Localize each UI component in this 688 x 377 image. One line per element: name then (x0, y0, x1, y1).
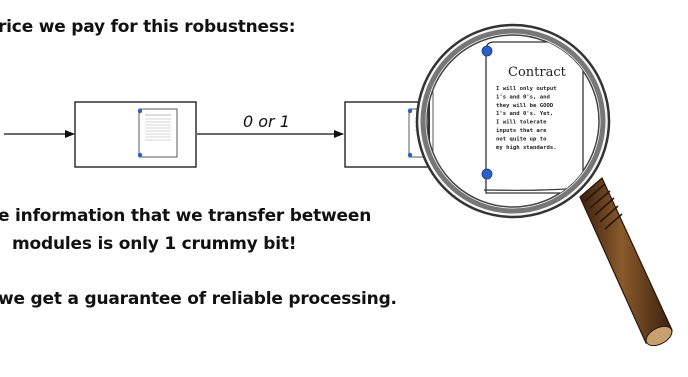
magnified-contract: Contract I will only output 1's and 0's, … (428, 35, 599, 207)
contract-line: 1's and 0's, and (496, 94, 550, 100)
contract-line: they will be GOOD (496, 103, 554, 109)
module-box-1 (74, 101, 197, 168)
text-line-guarantee: we get a guarantee of reliable processin… (0, 289, 397, 309)
text-line-information: e information that we transfer between (0, 206, 372, 226)
contract-line: inputs that are (496, 128, 547, 134)
contract-scroll-icon (137, 108, 178, 158)
contract-title: Contract (508, 65, 567, 80)
edge-label: 0 or 1 (243, 112, 290, 131)
text-line-modules: modules is only 1 crummy bit! (12, 234, 297, 254)
contract-line: 1's and 0's. Yet, (496, 111, 553, 117)
contract-body: I will only output 1's and 0's, and they w… (496, 86, 557, 151)
magnifier-handle (579, 177, 673, 347)
contract-line: I will tolerate (496, 120, 547, 126)
text-line-price: rice we pay for this robustness: (0, 17, 296, 37)
contract-line: not quite up to (496, 136, 547, 142)
contract-line: my high standards. (496, 145, 557, 151)
contract-line: I will only output (496, 86, 557, 92)
